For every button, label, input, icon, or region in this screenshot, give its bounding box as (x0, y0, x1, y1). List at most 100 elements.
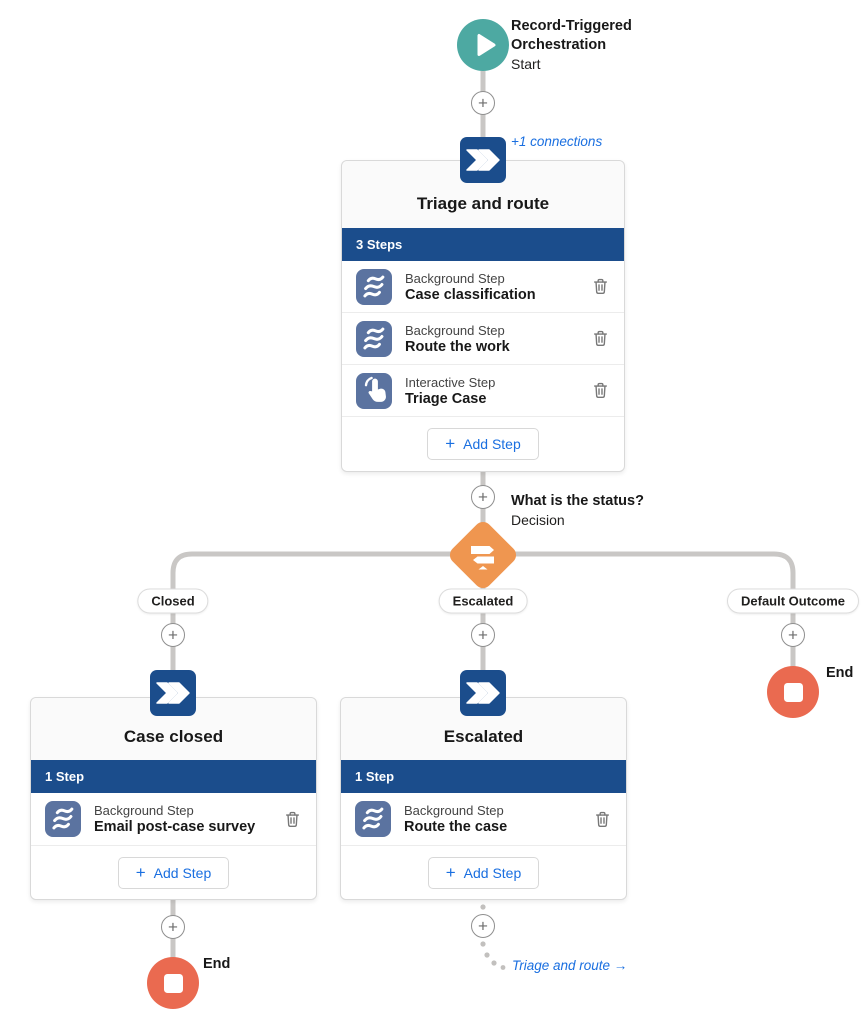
background-step-icon (356, 268, 392, 305)
double-chevron-icon (466, 149, 500, 171)
steps-count: 3 Steps (356, 237, 403, 252)
connections-link[interactable]: +1 connections (511, 134, 603, 149)
decision-subtitle: Decision (511, 512, 565, 528)
add-step-button[interactable]: + Add Step (117, 856, 230, 889)
plus-icon: + (478, 487, 488, 506)
add-step-button[interactable]: + Add Step (427, 428, 539, 460)
decision-label: What is the status? Decision (511, 492, 644, 530)
stage-node-escalated[interactable] (460, 670, 506, 716)
start-title: Record-Triggered Orchestration (511, 18, 632, 53)
double-chevron-icon (466, 682, 500, 704)
step-name: Route the case (404, 819, 508, 835)
trash-icon (595, 811, 610, 827)
step-type: Background Step (404, 803, 504, 818)
delete-step-button[interactable] (591, 380, 610, 401)
step-name: Route the work (405, 338, 510, 355)
goto-triage-link[interactable]: Triage and route → (512, 958, 628, 973)
start-subtitle: Start (511, 56, 541, 72)
step-name: Triage Case (405, 390, 487, 407)
delete-step-button[interactable] (593, 809, 612, 830)
stop-icon (163, 973, 183, 993)
plus-icon: + (445, 434, 456, 453)
add-step-button[interactable]: + Add Step (427, 856, 540, 889)
plus-icon: + (168, 917, 178, 936)
trash-icon (593, 330, 608, 346)
steps-count-band: 1 Step (31, 760, 316, 793)
add-element-button-7[interactable]: + (471, 914, 495, 938)
add-step-label: Add Step (153, 864, 212, 881)
add-element-button-6[interactable]: + (161, 915, 185, 939)
step-name: Email post-case survey (94, 819, 256, 835)
step-row-triage-case[interactable]: Interactive Step Triage Case (342, 365, 624, 417)
step-text: Background Step Case classification (405, 270, 591, 304)
start-label: Record-Triggered Orchestration Start (511, 17, 646, 74)
outcome-pill-escalated: Escalated (438, 588, 528, 614)
step-text: Background Step Route the work (405, 322, 591, 356)
trash-icon (593, 382, 608, 398)
trash-icon (285, 811, 300, 827)
add-step-area: + Add Step (341, 846, 626, 899)
play-icon (477, 34, 496, 56)
delete-step-button[interactable] (591, 328, 610, 349)
stage-node-triage[interactable] (460, 137, 506, 183)
step-row-route-the-case[interactable]: Background Step Route the case (341, 793, 626, 846)
step-type: Background Step (405, 270, 505, 286)
plus-icon: + (135, 862, 146, 882)
stage-card-case-closed[interactable]: Case closed 1 Step Background Step Email… (30, 697, 317, 900)
step-type: Interactive Step (405, 374, 496, 390)
step-text: Background Step Email post-case survey (94, 802, 283, 836)
double-chevron-icon (156, 682, 190, 704)
add-element-button-1[interactable]: + (471, 91, 495, 115)
step-type: Background Step (94, 803, 194, 818)
add-step-area: + Add Step (31, 846, 316, 899)
add-step-label: Add Step (463, 436, 521, 452)
end-node-closed[interactable] (147, 957, 199, 1009)
stage-card-escalated[interactable]: Escalated 1 Step Background Step Route t… (340, 697, 627, 900)
step-row-email-survey[interactable]: Background Step Email post-case survey (31, 793, 316, 846)
add-element-button-5[interactable]: + (781, 623, 805, 647)
plus-icon: + (445, 862, 456, 882)
plus-icon: + (168, 625, 178, 644)
stage-node-case-closed[interactable] (150, 670, 196, 716)
interactive-step-icon (356, 372, 392, 409)
step-row-route-the-work[interactable]: Background Step Route the work (342, 313, 624, 365)
background-step-icon (356, 320, 392, 357)
signpost-icon (471, 546, 494, 570)
trash-icon (593, 278, 608, 294)
step-text: Interactive Step Triage Case (405, 374, 591, 408)
plus-icon: + (478, 93, 488, 112)
outcome-pill-closed: Closed (137, 588, 209, 614)
stage-title: Escalated (443, 727, 524, 746)
stage-title: Triage and route (416, 194, 550, 213)
delete-step-button[interactable] (283, 809, 302, 830)
background-step-icon (355, 801, 391, 837)
delete-step-button[interactable] (591, 276, 610, 297)
stage-card-triage[interactable]: Triage and route 3 Steps Background Step… (341, 160, 625, 472)
end-label-default: End (826, 665, 854, 681)
plus-icon: + (478, 916, 488, 935)
step-type: Background Step (405, 322, 505, 338)
start-node[interactable] (457, 19, 509, 71)
step-name: Case classification (405, 286, 536, 303)
steps-count-band: 3 Steps (342, 228, 624, 261)
step-text: Background Step Route the case (404, 802, 593, 836)
plus-icon: + (478, 625, 488, 644)
add-element-button-2[interactable]: + (471, 485, 495, 509)
add-step-area: + Add Step (342, 417, 624, 471)
steps-count: 1 Step (355, 769, 395, 784)
add-element-button-3[interactable]: + (161, 623, 185, 647)
steps-count-band: 1 Step (341, 760, 626, 793)
end-node-default[interactable] (767, 666, 819, 718)
add-step-label: Add Step (463, 864, 522, 881)
background-step-icon (45, 801, 81, 837)
decision-node[interactable] (446, 518, 520, 592)
decision-title: What is the status? (511, 493, 644, 509)
goto-dotted-connector (480, 904, 506, 970)
stop-icon (783, 682, 803, 702)
outcome-pill-default: Default Outcome (726, 588, 860, 614)
plus-icon: + (788, 625, 798, 644)
steps-count: 1 Step (45, 769, 85, 784)
add-element-button-4[interactable]: + (471, 623, 495, 647)
step-row-case-classification[interactable]: Background Step Case classification (342, 261, 624, 313)
